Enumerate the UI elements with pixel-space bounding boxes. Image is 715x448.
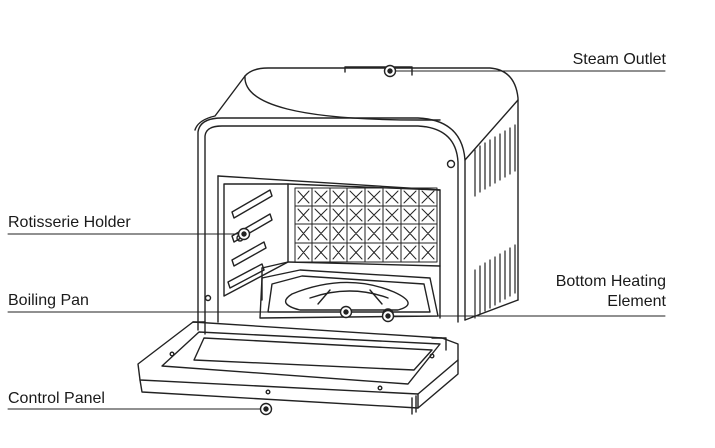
callout-markers: [237, 64, 397, 416]
bottom-heating-element-label: Bottom Heating Element: [556, 272, 666, 312]
steam-outlet-label: Steam Outlet: [572, 51, 666, 68]
bottom-heating-element-label-line2: Element: [607, 293, 666, 310]
boiling-pan-and-heater: [259, 269, 439, 320]
oven-body: [194, 67, 519, 331]
side-vents: [474, 124, 516, 319]
control-panel-label: Control Panel: [8, 390, 105, 407]
oven-cavity: [217, 175, 441, 323]
callout-lines: [7, 70, 666, 410]
back-wall-grid: [294, 187, 438, 263]
boiling-pan-label: Boiling Pan: [8, 292, 89, 309]
oven-door: [137, 321, 459, 415]
rotisserie-holder-label: Rotisserie Holder: [8, 214, 131, 231]
bottom-heating-element-label-line1: Bottom Heating: [555, 273, 666, 290]
